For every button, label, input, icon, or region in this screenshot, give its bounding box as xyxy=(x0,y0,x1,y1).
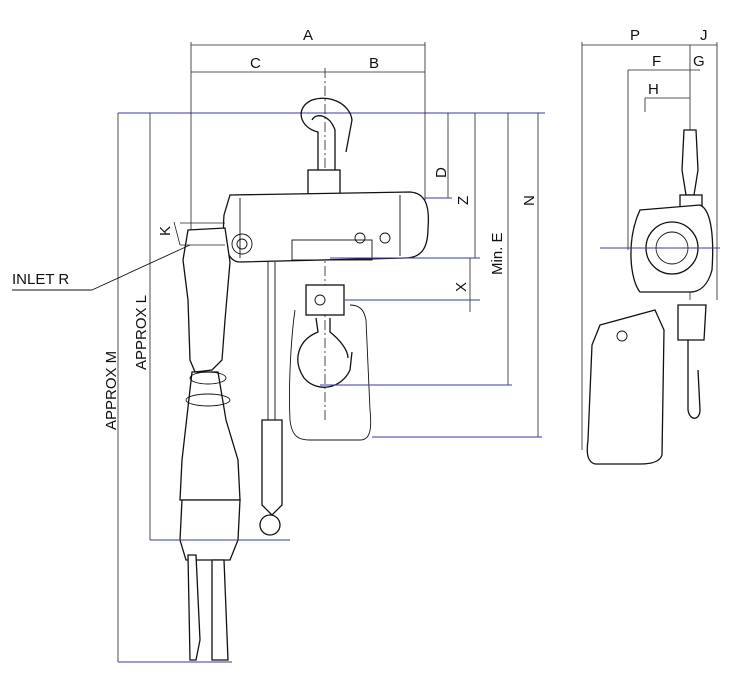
label-h: H xyxy=(648,81,659,98)
label-inlet-r: INLET R xyxy=(12,271,69,288)
label-n: N xyxy=(521,195,538,206)
side-view: P J F G H xyxy=(581,27,720,465)
label-z: Z xyxy=(455,196,472,205)
hook-block xyxy=(307,169,341,195)
label-x: X xyxy=(453,282,470,292)
control-valve xyxy=(182,227,231,373)
side-bag xyxy=(586,309,665,465)
label-k: K xyxy=(157,226,174,236)
top-hook xyxy=(300,97,353,170)
bottom-hook xyxy=(297,317,353,388)
label-g: G xyxy=(693,53,705,70)
label-a: A xyxy=(303,27,313,44)
label-p: P xyxy=(630,27,640,44)
front-view: A C B INLET R K APPROX L APPROX M D Z X … xyxy=(12,27,545,663)
label-d: D xyxy=(433,167,450,178)
pendant-grip xyxy=(187,554,229,661)
label-j: J xyxy=(700,27,708,44)
pull-handle xyxy=(261,419,283,516)
motor-body xyxy=(222,191,430,263)
label-approx-m: APPROX M xyxy=(103,351,120,430)
label-b: B xyxy=(369,55,379,72)
label-min-e: Min. E xyxy=(489,232,506,275)
label-f: F xyxy=(652,53,661,70)
label-approx-l: APPROX L xyxy=(133,295,150,370)
label-c: C xyxy=(250,55,261,72)
